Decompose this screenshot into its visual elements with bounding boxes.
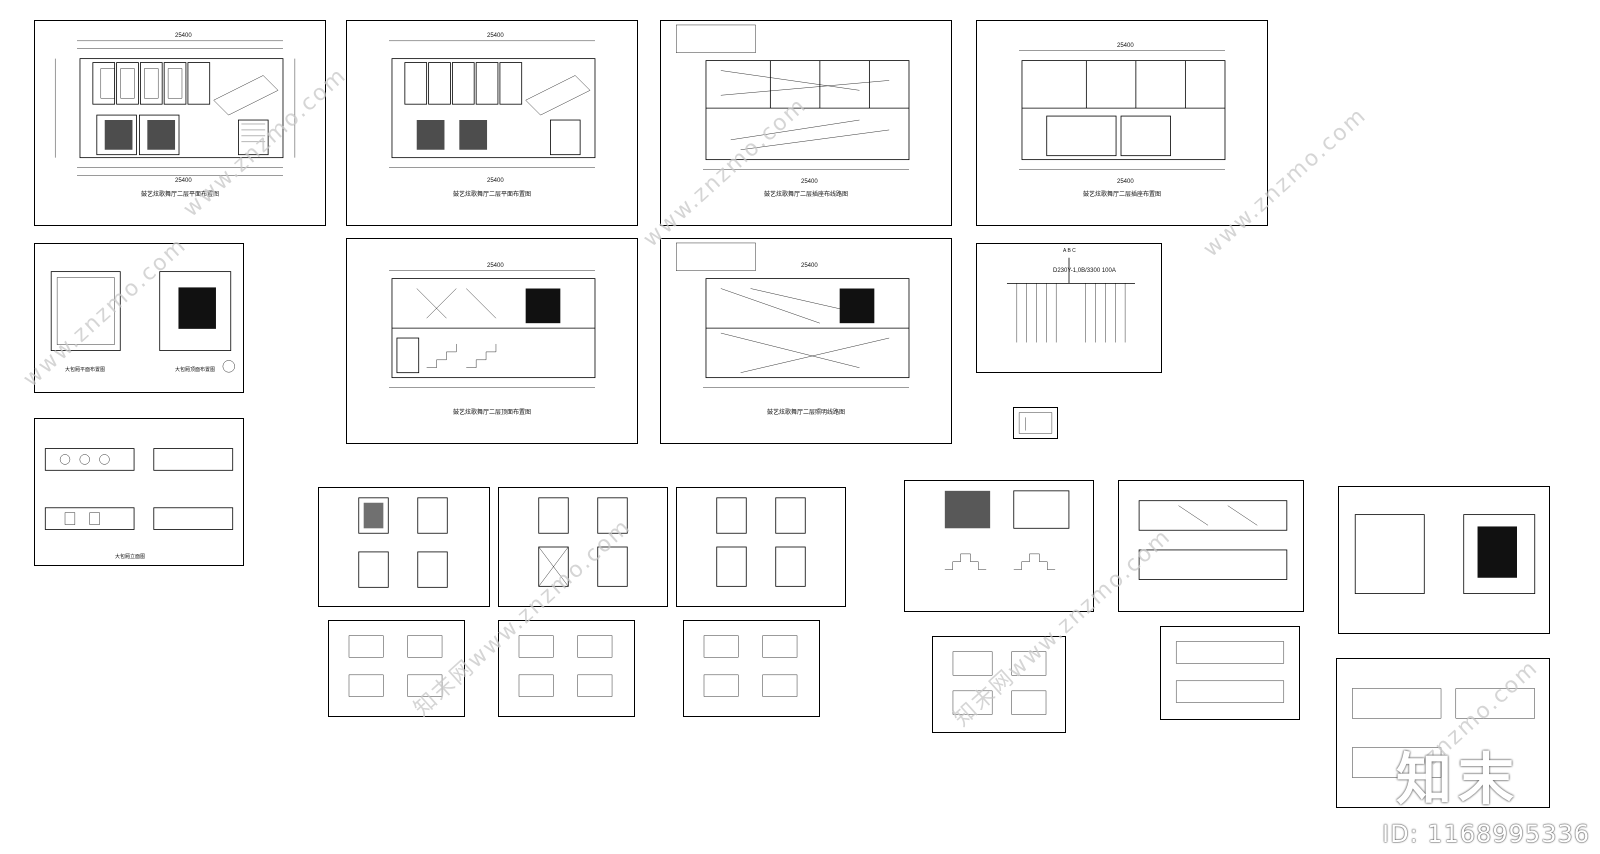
sheet-title: 鼓艺炫歌舞厅二层平面布置图 (452, 192, 531, 198)
sheet-title: 鼓艺炫歌舞厅二层插座布置图 (1082, 192, 1161, 198)
detail-drawing (1354, 514, 1536, 594)
ceiling-drawing (389, 270, 596, 388)
detail-drawing (358, 497, 448, 588)
dimension-total-top: 25400 (175, 33, 192, 39)
sheet-title: 鼓艺炫歌舞厅二层照明线路图 (766, 410, 845, 416)
plan-label-right: 大包厢顶面布置图 (175, 367, 216, 373)
detail-sheet-11 (1160, 626, 1300, 720)
detail-drawing (952, 651, 1047, 715)
wiring-drawing (676, 24, 910, 170)
dimension-total-bottom: 25400 (487, 178, 504, 184)
detail-sheet-6 (1338, 486, 1550, 634)
detail-drawing (1352, 688, 1535, 778)
detail-sheet-3 (676, 487, 846, 607)
detail-drawing (716, 497, 806, 587)
drawing-sheet-socket-wiring: 25400 鼓艺炫歌舞厅二层插座布线路图 (660, 20, 952, 226)
drawing-sheet-socket-layout: 25400 25400 鼓艺炫歌舞厅二层插座布置图 (976, 20, 1268, 226)
legend-drawing (1018, 412, 1053, 434)
drawing-sheet-lighting-wiring: 25400 鼓艺炫歌舞厅二层照明线路图 (660, 238, 952, 444)
detail-drawing (1138, 500, 1288, 580)
detail-sheet-4 (904, 480, 1094, 612)
distribution-label: D230Y-1,0B/3300 100A (1053, 268, 1116, 274)
room-plan-drawing (50, 271, 235, 373)
drawing-sheet-legend-small (1013, 407, 1058, 439)
dimension-total-top: 25400 (1117, 43, 1134, 49)
detail-sheet-9 (683, 620, 820, 717)
distribution-diagram (1006, 257, 1135, 343)
detail-drawing (1175, 641, 1285, 703)
asset-id-label: ID: 1168995336 (1382, 820, 1590, 848)
drawing-sheet-ceiling-plan: 25400 鼓艺炫歌舞厅二层顶面布置图 (346, 238, 638, 444)
sheet-title: 鼓艺炫歌舞厅二层平面布置图 (140, 192, 219, 198)
brand-logo: 知末 (1396, 748, 1520, 813)
drawing-sheet-floor-plan-1: 25400 25400 鼓艺炫歌舞厅二层平面布置图 (34, 20, 326, 226)
detail-sheet-2 (498, 487, 668, 607)
dimension-total-top: 25400 (801, 263, 818, 269)
sheet-title: 鼓艺炫歌舞厅二层顶面布置图 (452, 410, 531, 416)
detail-sheet-10 (932, 636, 1066, 733)
phase-label: A B C (1063, 248, 1076, 254)
detail-drawing (348, 635, 443, 697)
detail-sheet-12 (1336, 658, 1550, 808)
dimension-total-top: 25400 (487, 263, 504, 269)
drawing-sheet-elevations: 大包厢立面图 (34, 418, 244, 566)
drawing-sheet-distribution: A B C D230Y-1,0B/3300 100A (976, 243, 1162, 373)
drawing-sheet-floor-plan-2: 25400 25400 鼓艺炫歌舞厅二层平面布置图 (346, 20, 638, 226)
dimension-total-bottom: 25400 (175, 178, 192, 184)
lighting-drawing (676, 242, 910, 388)
sheet-title: 大包厢立面图 (115, 554, 146, 560)
plan-label-left: 大包厢平面布置图 (65, 367, 106, 373)
detail-sheet-8 (498, 620, 635, 717)
detail-sheet-7 (328, 620, 465, 717)
detail-drawing (703, 635, 798, 697)
sheet-title: 鼓艺炫歌舞厅二层插座布线路图 (763, 192, 848, 198)
floor-plan-drawing (389, 40, 596, 168)
dimension-total-top: 25400 (487, 33, 504, 39)
detail-drawing (944, 490, 1070, 570)
floor-plan-drawing (55, 40, 296, 176)
detail-drawing (518, 635, 613, 697)
dimension-total-bottom: 25400 (1117, 179, 1134, 185)
detail-sheet-1 (318, 487, 490, 607)
dimension-total-bottom: 25400 (801, 179, 818, 185)
detail-drawing (538, 497, 628, 587)
detail-sheet-5 (1118, 480, 1304, 612)
elevation-drawing (44, 448, 234, 530)
socket-drawing (1019, 50, 1226, 170)
drawing-sheet-room-plans: 大包厢平面布置图 大包厢顶面布置图 (34, 243, 244, 393)
